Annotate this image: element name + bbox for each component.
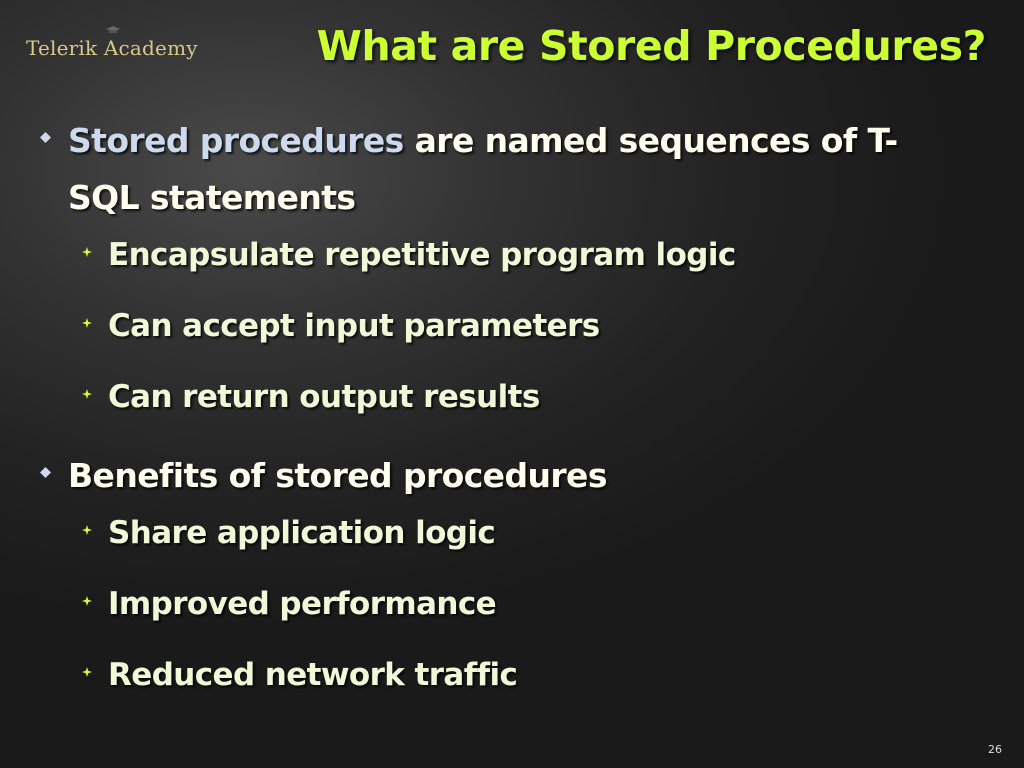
sub-bullet-text: Can accept input parameters [108, 308, 600, 344]
sub-bullet-item: Reduced network traffic [38, 654, 968, 696]
sparkle-bullet-icon [82, 247, 92, 257]
graduation-cap-icon [106, 26, 120, 33]
sub-bullet-text: Share application logic [108, 515, 496, 551]
slide-content: Stored procedures are named sequences of… [38, 112, 968, 725]
logo-text: Telerik Academy [26, 36, 198, 60]
sparkle-bullet-icon [82, 596, 92, 606]
sub-bullet-text: Improved performance [108, 586, 497, 622]
bullet-text: are named sequences of T-SQL statements [68, 121, 898, 217]
diamond-bullet-icon [40, 132, 51, 143]
sparkle-bullet-icon [82, 318, 92, 328]
sub-bullet-item: Can return output results [38, 376, 968, 418]
slide-number: 26 [988, 743, 1002, 756]
slide-title: What are Stored Procedures? [316, 22, 987, 70]
sparkle-bullet-icon [82, 667, 92, 677]
sparkle-bullet-icon [82, 525, 92, 535]
telerik-academy-logo: Telerik Academy [26, 26, 198, 60]
bullet-highlight: Stored procedures [68, 121, 404, 160]
sparkle-bullet-icon [82, 389, 92, 399]
sub-bullet-item: Improved performance [38, 583, 968, 625]
diamond-bullet-icon [40, 467, 51, 478]
sub-bullet-item: Encapsulate repetitive program logic [38, 234, 968, 276]
bullet-text: Benefits of stored procedures [68, 456, 607, 495]
sub-bullet-text: Can return output results [108, 379, 540, 415]
bullet-item: Benefits of stored procedures [38, 447, 968, 504]
sub-bullet-item: Share application logic [38, 512, 968, 554]
sub-bullet-text: Encapsulate repetitive program logic [108, 237, 736, 273]
sub-bullet-item: Can accept input parameters [38, 305, 968, 347]
bullet-item: Stored procedures are named sequences of… [38, 112, 968, 226]
sub-bullet-text: Reduced network traffic [108, 657, 518, 693]
